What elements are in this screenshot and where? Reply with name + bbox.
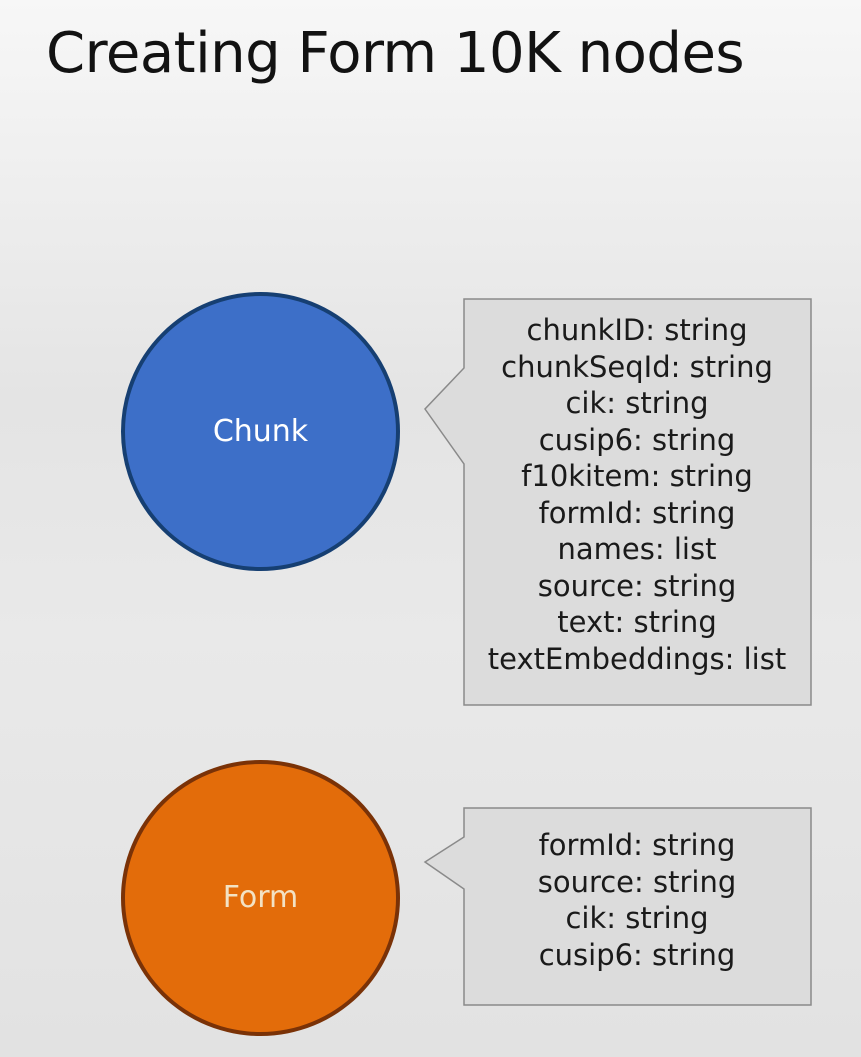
form-property: cusip6: string <box>538 937 736 972</box>
form-node: Form <box>121 760 400 1036</box>
form-properties-callout <box>423 807 812 1006</box>
form-properties-list: formId: string source: string cik: strin… <box>463 827 811 973</box>
chunk-property: chunkSeqId: string <box>501 349 773 384</box>
form-property: source: string <box>537 864 737 899</box>
chunk-property: source: string <box>537 568 737 603</box>
form-node-label: Form <box>222 880 299 915</box>
form-property: cik: string <box>565 901 709 935</box>
chunk-property: cusip6: string <box>538 422 736 457</box>
chunk-properties-callout <box>424 298 812 706</box>
chunk-property: textEmbeddings: list <box>487 641 787 676</box>
form-property: formId: string <box>538 828 736 862</box>
page-title: Creating Form 10K nodes <box>46 21 745 86</box>
chunk-property: cik: string <box>565 386 709 420</box>
chunk-node: Chunk <box>121 292 400 571</box>
chunk-property: formId: string <box>538 495 736 530</box>
chunk-properties-list: chunkID: string chunkSeqId: string cik: … <box>463 312 811 677</box>
chunk-property: f10kitem: string <box>521 459 753 493</box>
chunk-node-label: Chunk <box>212 413 309 449</box>
chunk-property: chunkID: string <box>526 313 748 347</box>
chunk-property: names: list <box>557 532 717 566</box>
chunk-property: text: string <box>557 605 717 639</box>
